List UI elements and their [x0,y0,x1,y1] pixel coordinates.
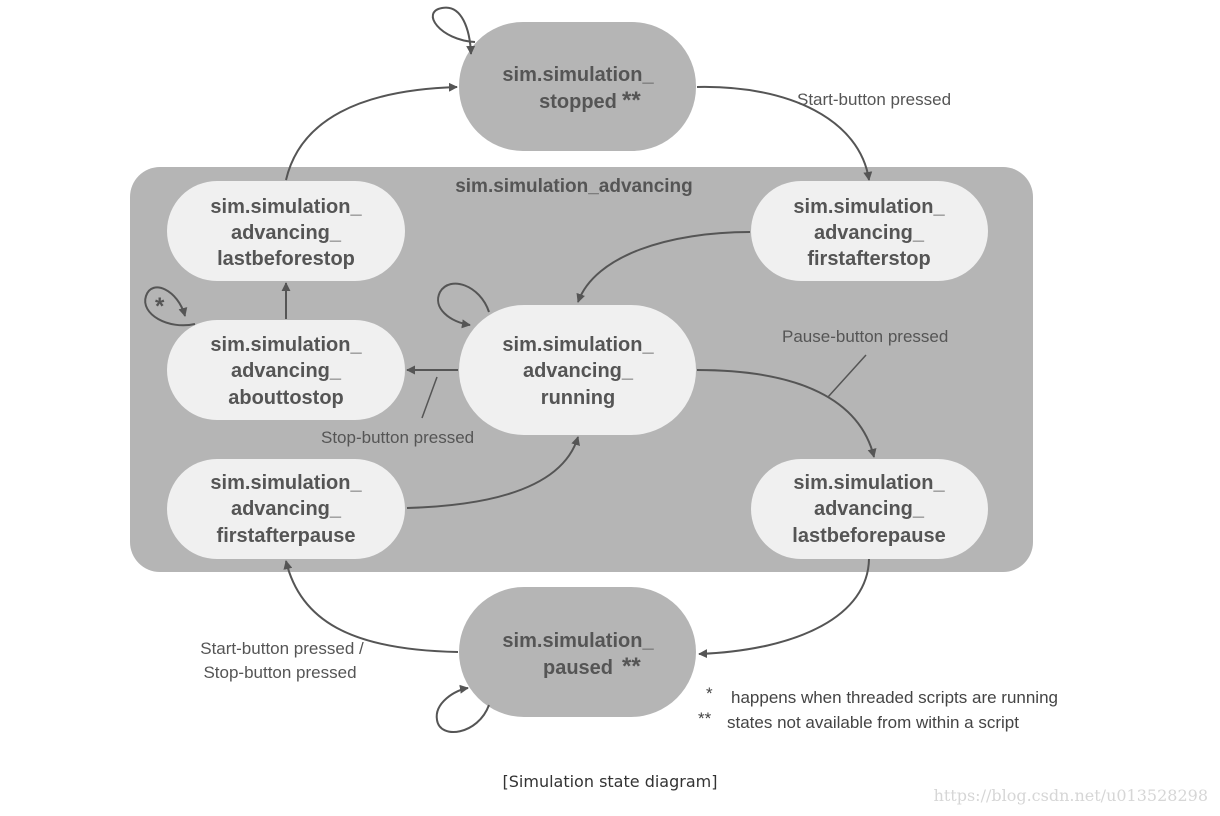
arrow-firstafterstop-to-running [576,231,751,303]
pause-label-leader [827,354,867,398]
arrow-lastbeforepause-to-paused [698,558,870,659]
svg-text:advancing_: advancing_ [231,222,342,244]
svg-text:sim.simulation_: sim.simulation_ [210,334,362,356]
label-start-button: Start-button pressed [797,90,951,109]
figure-caption: [Simulation state diagram] [502,772,718,791]
arrow-stopped-to-firstafterstop [696,85,873,181]
state-firstafterstop: sim.simulation_ advancing_ firstaftersto… [751,181,988,281]
arrow-paused-to-firstafterpause [283,560,459,653]
svg-text:firstafterpause: firstafterpause [217,525,356,547]
self-loop-running [437,282,490,329]
watermark-url: https://blog.csdn.net/u013528298 [933,786,1208,805]
svg-text:lastbeforestop: lastbeforestop [217,248,355,270]
stop-label-leader [421,376,438,419]
svg-text:advancing_: advancing_ [814,222,925,244]
svg-text:running: running [541,387,615,409]
svg-text:lastbeforepause: lastbeforepause [792,525,945,547]
svg-text:sim.simulation_: sim.simulation_ [793,472,945,494]
svg-text:advancing_: advancing_ [814,498,925,520]
state-lastbeforestop: sim.simulation_ advancing_ lastbeforesto… [167,181,405,281]
svg-text:firstafterstop: firstafterstop [807,248,930,270]
arrow-firstafterpause-to-running [406,436,580,509]
label-resume-line2: Stop-button pressed [203,663,356,682]
svg-text:sim.simulation_: sim.simulation_ [210,472,362,494]
svg-text:sim.simulation_: sim.simulation_ [502,334,654,356]
svg-text:advancing_: advancing_ [231,498,342,520]
arrow-lastbeforestop-to-stopped [285,82,458,181]
state-running: sim.simulation_ advancing_ running [459,305,696,435]
arrow-running-to-lastbeforepause [696,369,877,458]
self-loop-abouttostop [144,286,196,327]
svg-text:sim.simulation_: sim.simulation_ [502,64,654,86]
state-lastbeforepause: sim.simulation_ advancing_ lastbeforepau… [751,459,988,559]
svg-text:paused: paused [543,657,613,679]
legend-text: happens when threaded scripts are runnin… [731,688,1058,707]
self-loop-paused [435,684,490,733]
state-stopped: sim.simulation_ stopped ** [459,22,696,151]
legend-mark: ** [698,709,712,728]
label-resume-line1: Start-button pressed / [200,639,364,658]
self-loop-asterisk: * [155,293,165,320]
svg-text:stopped: stopped [539,91,617,113]
state-paused: sim.simulation_ paused ** [459,587,696,717]
legend-text: states not available from within a scrip… [727,713,1019,732]
svg-text:abouttostop: abouttostop [228,387,344,409]
svg-text:sim.simulation_: sim.simulation_ [793,196,945,218]
svg-text:sim.simulation_: sim.simulation_ [210,196,362,218]
self-loop-stopped [431,6,476,55]
svg-text:advancing_: advancing_ [231,360,342,382]
stars-marker: ** [622,87,641,114]
group-label: sim.simulation_advancing [455,176,693,197]
stars-marker: ** [622,653,641,680]
legend-mark: * [706,684,713,703]
legend: * happens when threaded scripts are runn… [698,684,1058,732]
svg-text:sim.simulation_: sim.simulation_ [502,630,654,652]
state-firstafterpause: sim.simulation_ advancing_ firstafterpau… [167,459,405,559]
label-stop-button: Stop-button pressed [321,428,474,447]
state-abouttostop: sim.simulation_ advancing_ abouttostop [167,320,405,420]
label-pause-button: Pause-button pressed [782,327,948,346]
svg-text:advancing_: advancing_ [523,360,634,382]
